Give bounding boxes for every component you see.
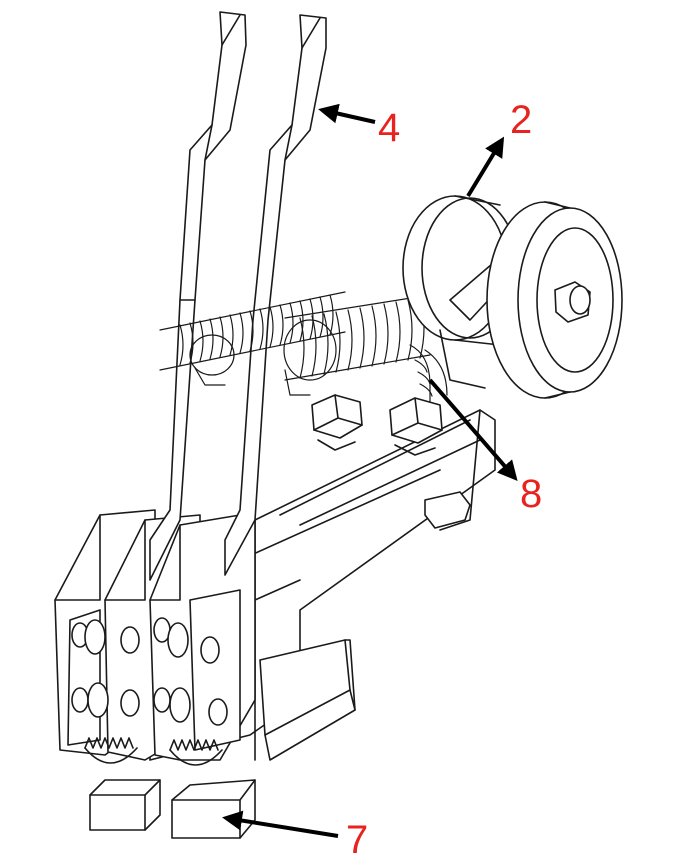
left-spring — [159, 291, 346, 386]
right-serrated-cutter — [169, 739, 223, 766]
hex-nut-right — [389, 397, 443, 456]
callout-label-2: 2 — [510, 98, 533, 142]
arrow-4 — [318, 103, 376, 124]
left-lever — [149, 11, 247, 581]
callout-label-7: 7 — [346, 818, 369, 862]
callout-label-4: 4 — [378, 106, 401, 150]
left-serrated-cutter — [84, 737, 138, 764]
lower-nut — [424, 491, 471, 529]
front-wheel — [486, 201, 623, 399]
callout-label-8: 8 — [520, 472, 543, 516]
callout-arrows — [222, 103, 518, 838]
arrow-8 — [428, 378, 518, 482]
arrow-2 — [466, 136, 505, 198]
left-blade-foot — [89, 779, 161, 831]
right-lever — [224, 14, 327, 576]
right-blade-foot — [171, 779, 256, 839]
plate-bolts — [71, 617, 228, 726]
right-spring — [283, 294, 448, 411]
hex-nut-left — [311, 394, 363, 451]
wheel-bolt — [554, 281, 591, 323]
arrow-7 — [222, 810, 339, 838]
